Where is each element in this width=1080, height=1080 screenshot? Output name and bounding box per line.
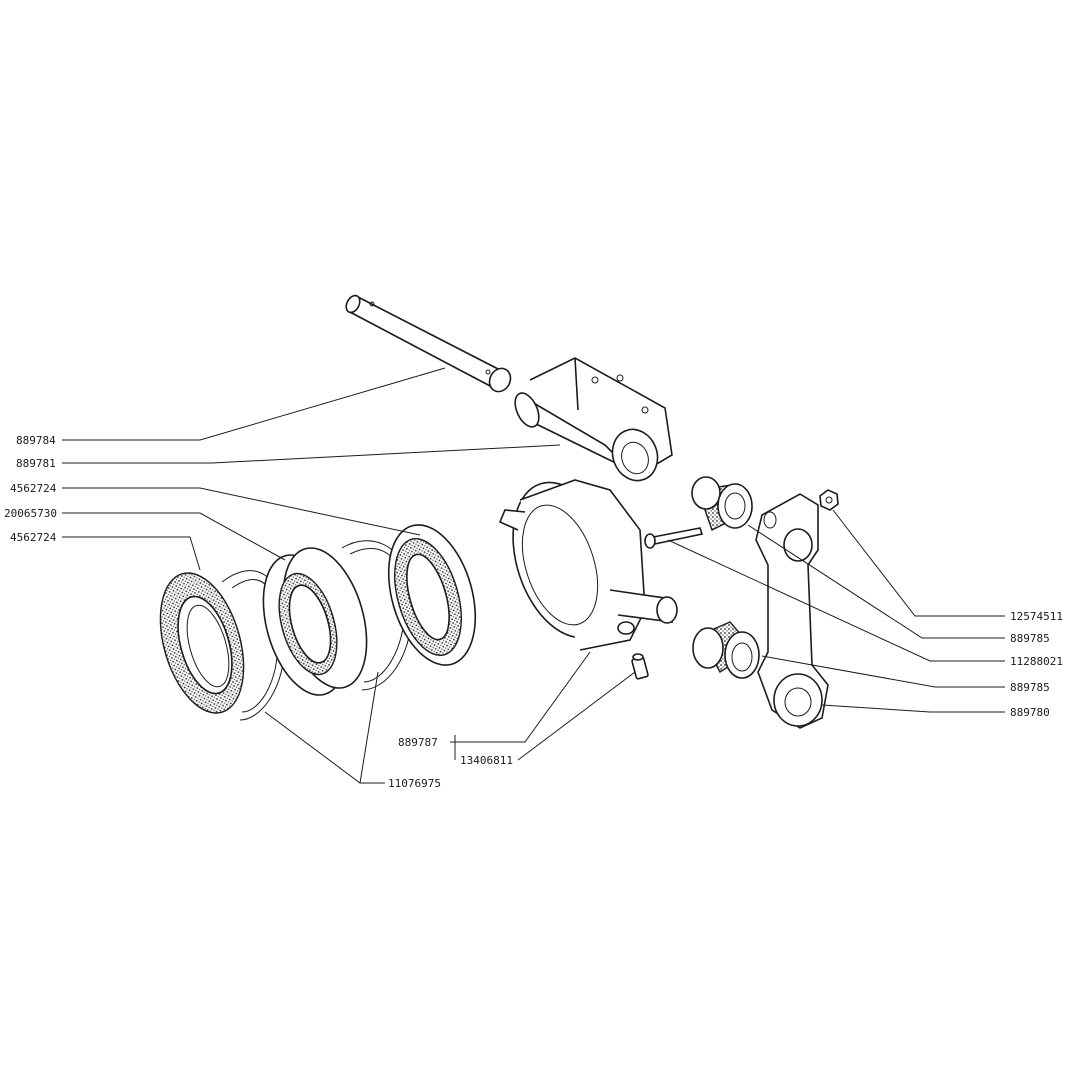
bushing-lower-part	[692, 621, 760, 679]
label-seal-outer: 4562724	[10, 482, 57, 495]
label-bolt: 11288021	[1010, 655, 1063, 668]
label-bracket: 889781	[16, 457, 56, 470]
part-labels: 889784 889781 4562724 20065730 4562724 1…	[4, 434, 1063, 790]
label-lever: 889780	[1010, 706, 1050, 719]
bolt-part	[644, 527, 704, 549]
label-housing: 889787	[398, 736, 438, 749]
label-bushing-lower: 889785	[1010, 681, 1050, 694]
shaft-pin-part	[345, 294, 512, 393]
label-nut: 12574511	[1010, 610, 1063, 623]
label-grease-nipple: 13406811	[460, 754, 513, 767]
housing-part	[498, 479, 678, 651]
leader-lines	[62, 367, 1005, 784]
bushing-upper-part	[691, 476, 753, 531]
label-bearing: 20065730	[4, 507, 57, 520]
bracket-part	[514, 357, 673, 482]
bearing-part	[262, 547, 368, 696]
label-seal-inner: 4562724	[10, 531, 57, 544]
label-circlips: 11076975	[388, 777, 441, 790]
label-shaft-pin: 889784	[16, 434, 56, 447]
seal-outer-part	[387, 524, 477, 666]
lever-part	[755, 493, 829, 729]
label-bushing-upper: 889785	[1010, 632, 1050, 645]
seal-inner-part	[159, 572, 245, 714]
nut-part	[819, 489, 839, 511]
grease-nipple-part	[631, 653, 649, 680]
